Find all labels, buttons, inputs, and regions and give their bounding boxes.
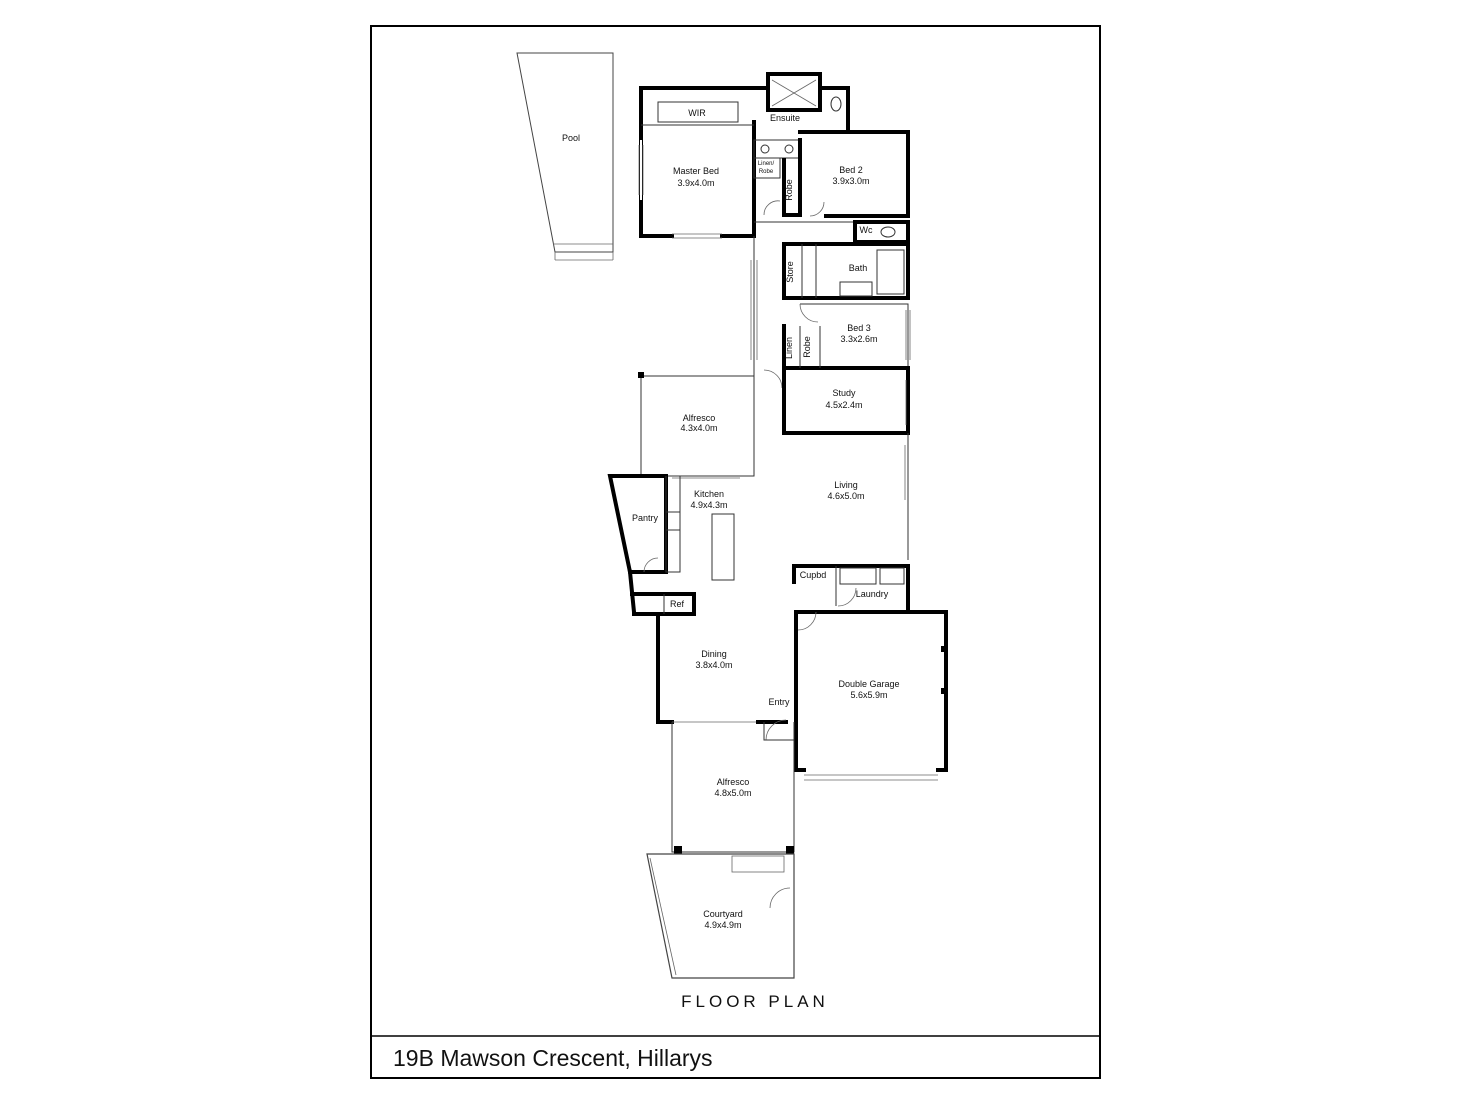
page-border (370, 25, 1101, 1079)
dining-label: Dining (701, 649, 727, 659)
wc-label: Wc (860, 225, 873, 235)
bed3-label: Bed 3 (847, 323, 871, 333)
master-bed-walls (638, 86, 770, 239)
bed3-size: 3.3x2.6m (840, 334, 877, 344)
property-address: 19B Mawson Crescent, Hillarys (393, 1045, 713, 1071)
ensuite-walls (753, 72, 850, 179)
double-garage-label: Double Garage (838, 679, 899, 689)
store-label: Store (785, 261, 795, 283)
hallway-walls (750, 220, 910, 475)
robe-bed2-label: Robe (784, 179, 794, 201)
bed2-label: Bed 2 (839, 165, 863, 175)
kitchen-size: 4.9x4.3m (690, 500, 727, 510)
alfresco-top-outline (638, 372, 755, 479)
pantry-label: Pantry (632, 513, 659, 523)
living-size: 4.6x5.0m (827, 491, 864, 501)
ref-label: Ref (670, 599, 685, 609)
dining-walls (630, 592, 794, 741)
alfresco-top-size: 4.3x4.0m (680, 423, 717, 433)
courtyard-size: 4.9x4.9m (704, 920, 741, 930)
master-bed-size: 3.9x4.0m (677, 178, 714, 188)
living-label: Living (834, 480, 858, 490)
alfresco-top-label: Alfresco (683, 413, 716, 423)
wir-label: WIR (688, 108, 706, 118)
kitchen-label: Kitchen (694, 489, 724, 499)
bed2-size: 3.9x3.0m (832, 176, 869, 186)
alfresco-bottom-size: 4.8x5.0m (714, 788, 751, 798)
bed2-walls (763, 130, 910, 218)
alfresco-bottom-label: Alfresco (717, 777, 750, 787)
linen-label: Linen (784, 337, 794, 359)
ensuite-label: Ensuite (770, 113, 800, 123)
courtyard-label: Courtyard (703, 909, 743, 919)
floor-plan-caption: FLOOR PLAN (681, 992, 829, 1011)
master-bed-label: Master Bed (673, 166, 719, 176)
study-walls (782, 366, 910, 435)
linen-robe-label-2: Robe (759, 169, 774, 175)
bath-label: Bath (849, 263, 868, 273)
pool (516, 52, 614, 261)
double-garage-size: 5.6x5.9m (850, 690, 887, 700)
pool-label: Pool (562, 133, 580, 143)
linen-robe-label: Linen/ (758, 161, 775, 167)
study-label: Study (832, 388, 856, 398)
study-size: 4.5x2.4m (825, 400, 862, 410)
robe-bed3-label: Robe (802, 336, 812, 358)
laundry-walls (792, 564, 910, 614)
entry-label: Entry (768, 697, 790, 707)
laundry-label: Laundry (856, 589, 889, 599)
garage-walls (794, 610, 948, 781)
dining-size: 3.8x4.0m (695, 660, 732, 670)
cupbd-label: Cupbd (800, 570, 827, 580)
courtyard-outline (646, 853, 795, 979)
alfresco-bottom-outline (671, 722, 795, 873)
